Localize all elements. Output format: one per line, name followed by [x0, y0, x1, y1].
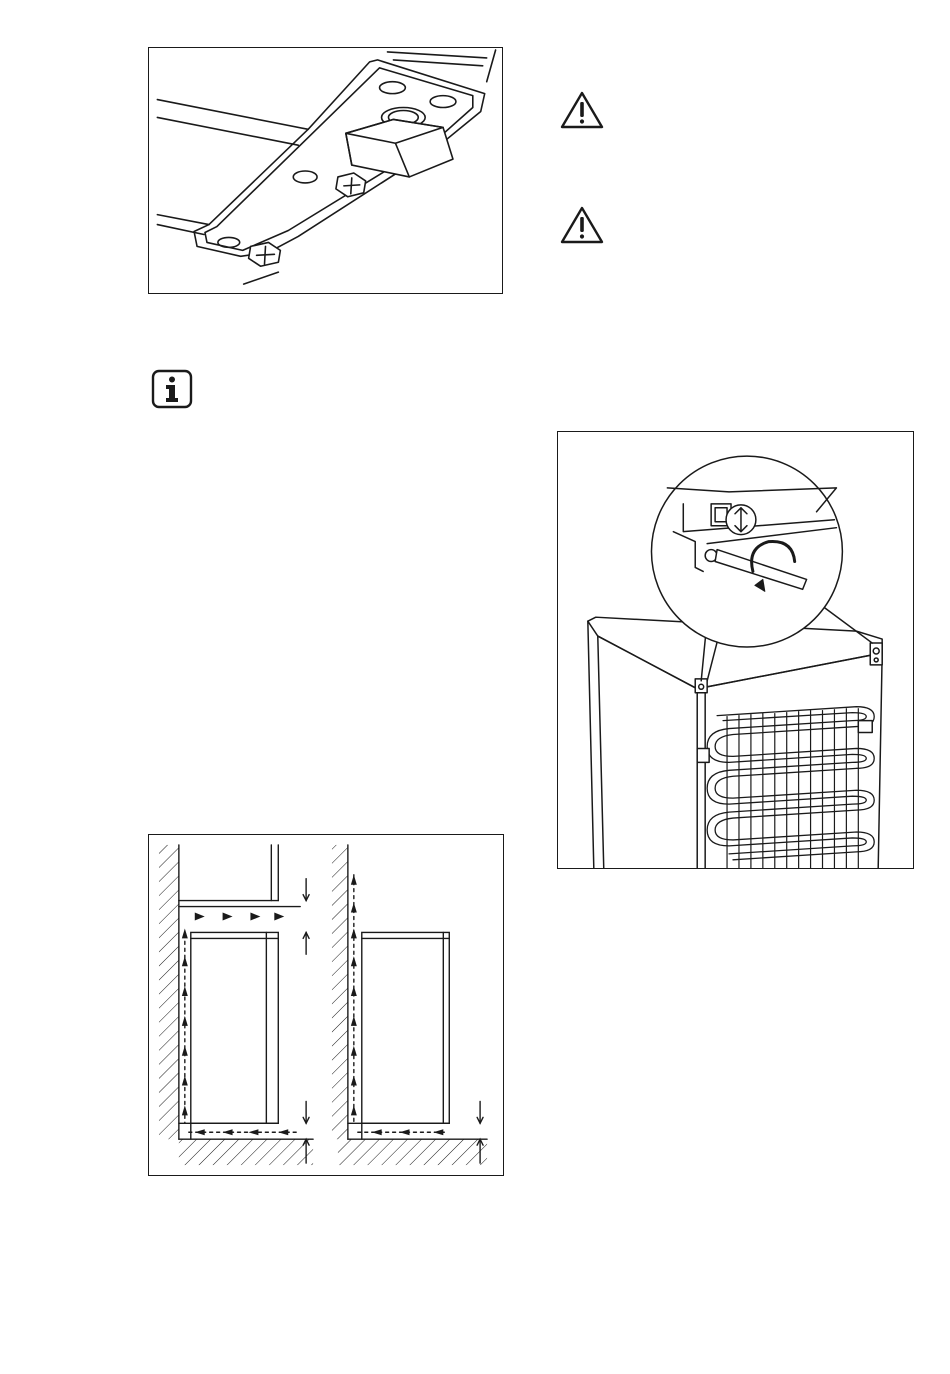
info-icon: [151, 369, 193, 409]
adjustable-foot-illustration: [149, 48, 502, 293]
figure-adjustable-foot: [148, 47, 503, 294]
ventilation-airflow-illustration: [149, 835, 503, 1175]
warning-triangle-icon: [559, 90, 605, 131]
warning-triangle-icon: [559, 205, 605, 246]
door-adjustment-illustration: [558, 432, 913, 868]
figure-ventilation-airflow: [148, 834, 504, 1176]
figure-door-adjustment: [557, 431, 914, 869]
